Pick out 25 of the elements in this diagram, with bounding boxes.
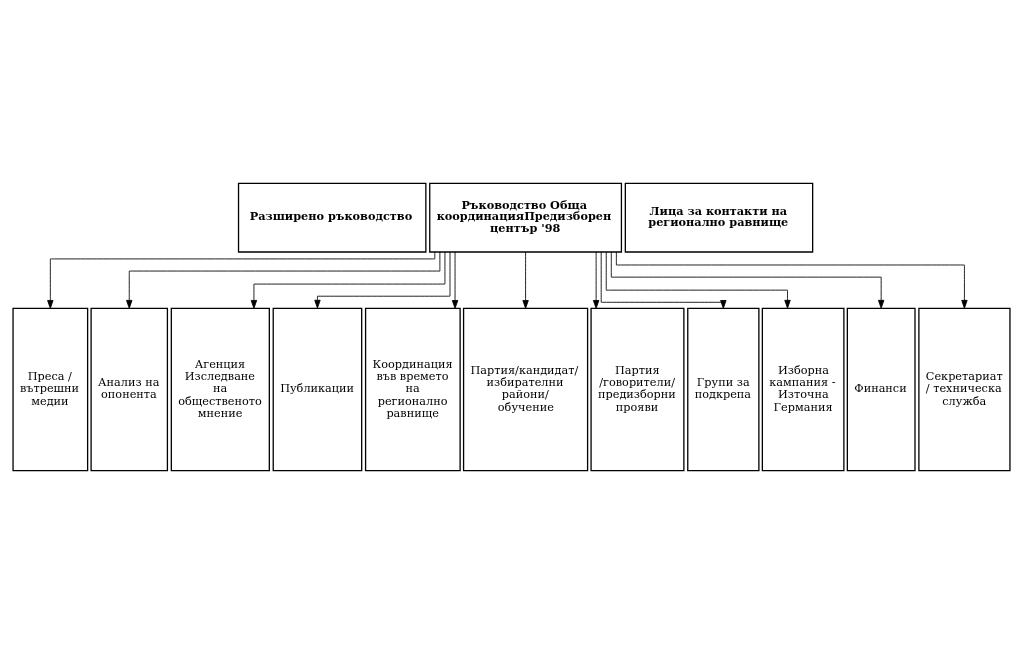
arrow: [314, 251, 451, 309]
node-box: Координация във времето на регионално равнище: [364, 307, 461, 472]
node-box: Партия/кандидат/ избирателни райони/ обучение: [462, 307, 589, 472]
node-box: Разширено ръководство: [237, 182, 427, 253]
arrow: [605, 251, 791, 309]
node-box: Агенция Изследване на общественото мнение: [170, 307, 270, 472]
node-box: Ръководство Обща координацияПредизборен център '98: [429, 182, 623, 253]
node-box: Секретариат / техническа служба: [918, 307, 1011, 472]
node-box: Публикации: [272, 307, 363, 472]
arrow: [451, 251, 459, 309]
node-box: Изборна кампания - Източна Германия: [761, 307, 845, 472]
node-box: Групи за подкрепа: [687, 307, 760, 472]
arrow: [615, 251, 968, 309]
arrow: [250, 251, 446, 309]
node-box: Финанси: [846, 307, 916, 472]
node-box: Партия /говорители/ предизборни прояви: [590, 307, 685, 472]
arrow: [610, 251, 885, 309]
arrow: [126, 251, 441, 309]
arrow: [600, 251, 727, 309]
node-box: Анализ на опонента: [90, 307, 169, 472]
arrow: [592, 251, 600, 309]
node-box: Лица за контакти на регионално равнище: [624, 182, 814, 253]
arrow: [522, 251, 529, 309]
node-box: Преса / вътрешни медии: [12, 307, 89, 472]
arrow: [47, 251, 436, 309]
